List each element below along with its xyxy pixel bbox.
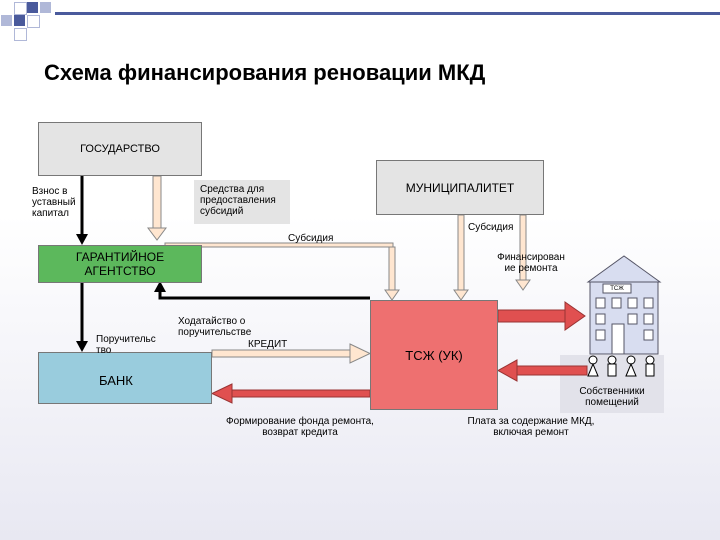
arrow-municipality-to-house — [515, 214, 531, 291]
arrow-municipality-to-tszh — [453, 214, 469, 301]
payment-label: Плата за содержание МКД, включая ремонт — [467, 416, 595, 438]
corner-decoration — [0, 0, 60, 60]
repair-financing-label: Финансирован ие ремонта — [497, 252, 565, 274]
arrow-owners-to-tszh — [496, 359, 588, 382]
owners-icon — [587, 355, 655, 377]
fund-formation-label: Формирование фонда ремонта, возврат кред… — [226, 416, 374, 438]
guarantee-label: Поручительс тво — [96, 334, 156, 356]
credit-label: КРЕДИТ — [248, 339, 288, 350]
bank-box: БАНК — [38, 352, 212, 404]
header-rule — [55, 12, 720, 15]
municipality-box: МУНИЦИПАЛИТЕТ — [376, 160, 544, 215]
arrow-agency-to-bank — [76, 283, 88, 352]
arrow-credit — [211, 343, 372, 364]
tszh-box: ТСЖ (УК) — [370, 300, 498, 410]
bank-label: БАНК — [99, 373, 133, 388]
page-title: Схема финансирования реновации МКД — [44, 60, 486, 85]
arrow-state-to-agency — [76, 176, 88, 245]
owners-label: Собственники помещений — [579, 386, 645, 408]
house-sign: ТСЖ — [610, 286, 624, 292]
subsidy-funds-label: Средства для предоставления субсидий — [194, 180, 290, 224]
arrow-petition — [154, 281, 370, 300]
arrow-tszh-to-bank — [210, 383, 371, 404]
state-box: ГОСУДАРСТВО — [38, 122, 202, 176]
agency-box: ГАРАНТИЙНОЕ АГЕНТСТВО — [38, 245, 202, 283]
arrow-tszh-to-house — [497, 301, 586, 331]
petition-label: Ходатайство о поручительстве — [178, 316, 252, 338]
subsidy-label-1: Субсидия — [288, 233, 334, 244]
house-icon — [586, 255, 662, 355]
subsidy-label-2: Субсидия — [468, 222, 514, 233]
contribution-label: Взнос в уставный капитал — [32, 186, 76, 219]
arrow-subsidy-to-tszh — [164, 242, 400, 301]
arrow-state-to-subsidy — [147, 175, 167, 241]
